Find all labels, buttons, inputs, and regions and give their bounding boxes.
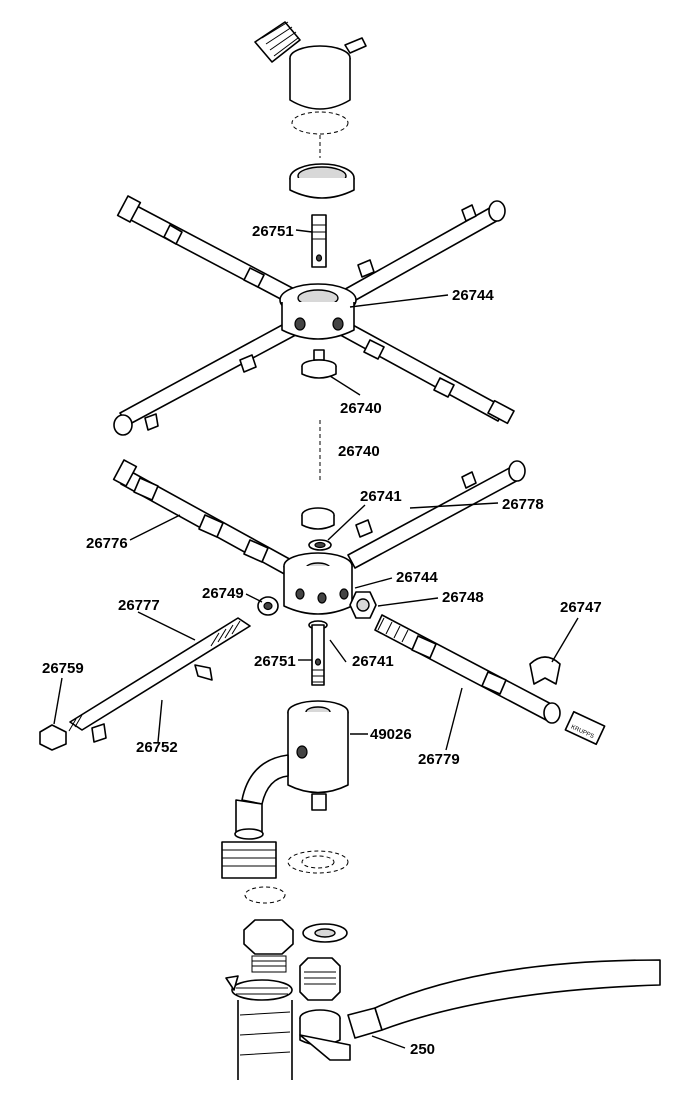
hose-coupling <box>299 959 661 1061</box>
callout-labels: 26751 26744 26740 26740 26741 26778 2677… <box>42 223 602 1058</box>
long-tube <box>68 617 251 743</box>
nut-right <box>349 591 377 619</box>
upper-spray-arm-cross <box>113 195 515 436</box>
callout-26744-upper: 26744 <box>452 287 494 304</box>
callout-26752: 26752 <box>136 739 178 756</box>
callout-26741-lower: 26741 <box>352 653 394 670</box>
callout-26740-middle: 26740 <box>338 443 380 460</box>
brand-tag: KRUPPS <box>564 710 606 746</box>
left-arm <box>112 459 296 577</box>
upper-knob <box>301 349 337 379</box>
callout-26779: 26779 <box>418 751 460 768</box>
lower-pin <box>308 620 328 686</box>
hex-fitting-right <box>299 957 341 1001</box>
lower-washers <box>244 886 348 943</box>
hex-bushing-left <box>243 919 294 973</box>
callout-26759: 26759 <box>42 660 84 677</box>
leader-lines <box>53 229 579 1049</box>
callout-26751-lower: 26751 <box>254 653 296 670</box>
main-cylinder <box>241 700 349 811</box>
callout-26741-upper: 26741 <box>360 488 402 505</box>
callout-49026: 49026 <box>370 726 412 743</box>
callout-26744-middle: 26744 <box>396 569 438 586</box>
callout-26777: 26777 <box>118 597 160 614</box>
threaded-ring <box>289 163 355 199</box>
callout-250: 250 <box>410 1041 435 1058</box>
callout-26747: 26747 <box>560 599 602 616</box>
callout-26776: 26776 <box>86 535 128 552</box>
callout-26748: 26748 <box>442 589 484 606</box>
nut-left <box>257 596 279 616</box>
callout-26751-upper: 26751 <box>252 223 294 240</box>
callout-26740-upper: 26740 <box>340 400 382 417</box>
callout-26778: 26778 <box>502 496 544 513</box>
middle-knob <box>301 507 335 530</box>
middle-washer-top <box>308 539 332 551</box>
spring-clip <box>529 656 561 685</box>
hose-clamp <box>225 975 293 1080</box>
top-inlet-cup <box>254 21 367 135</box>
callout-26749: 26749 <box>202 585 244 602</box>
middle-hub <box>283 552 353 615</box>
right-lower-arm <box>374 614 561 724</box>
upper-pin <box>311 214 327 268</box>
elbow-fitting <box>221 799 277 879</box>
end-cap <box>39 724 67 751</box>
right-arm <box>347 460 526 569</box>
